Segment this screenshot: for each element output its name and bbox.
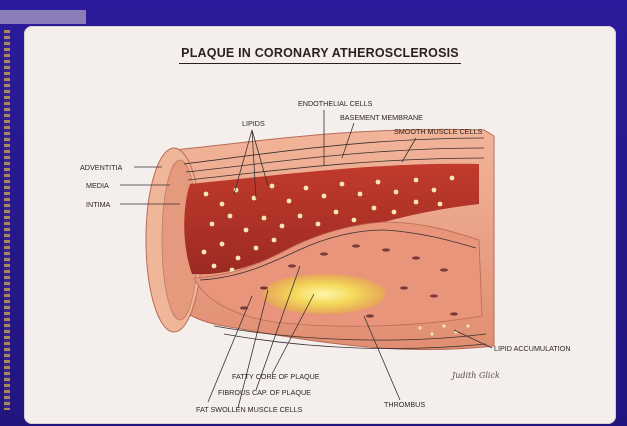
slide: PLAQUE IN CORONARY ATHEROSCLEROSIS [24,26,616,424]
frame-corner-tab [0,10,86,24]
label-media: MEDIA [86,181,109,190]
label-endothelial-cells: ENDOTHELIAL CELLS [298,99,373,108]
label-thrombus: THROMBUS [384,400,425,409]
frame-side-strip [4,30,10,410]
label-smooth-muscle-cells: SMOOTH MUSCLE CELLS [394,127,482,136]
label-adventitia: ADVENTITIA [80,163,123,172]
artery-diagram: ENDOTHELIAL CELLS BASEMENT MEMBRANE SMOO… [24,26,616,424]
fatty-core [262,274,386,314]
label-intima: INTIMA [86,200,111,209]
label-fibrous-cap: FIBROUS CAP. OF PLAQUE [218,388,311,397]
label-lipid-accumulation: LIPID ACCUMULATION [494,344,571,353]
label-fat-swollen-muscle-cells: FAT SWOLLEN MUSCLE CELLS [196,405,303,414]
artist-signature: Judith Glick [450,371,500,380]
label-lipids: LIPIDS [242,119,265,128]
label-basement-membrane: BASEMENT MEMBRANE [340,113,423,122]
